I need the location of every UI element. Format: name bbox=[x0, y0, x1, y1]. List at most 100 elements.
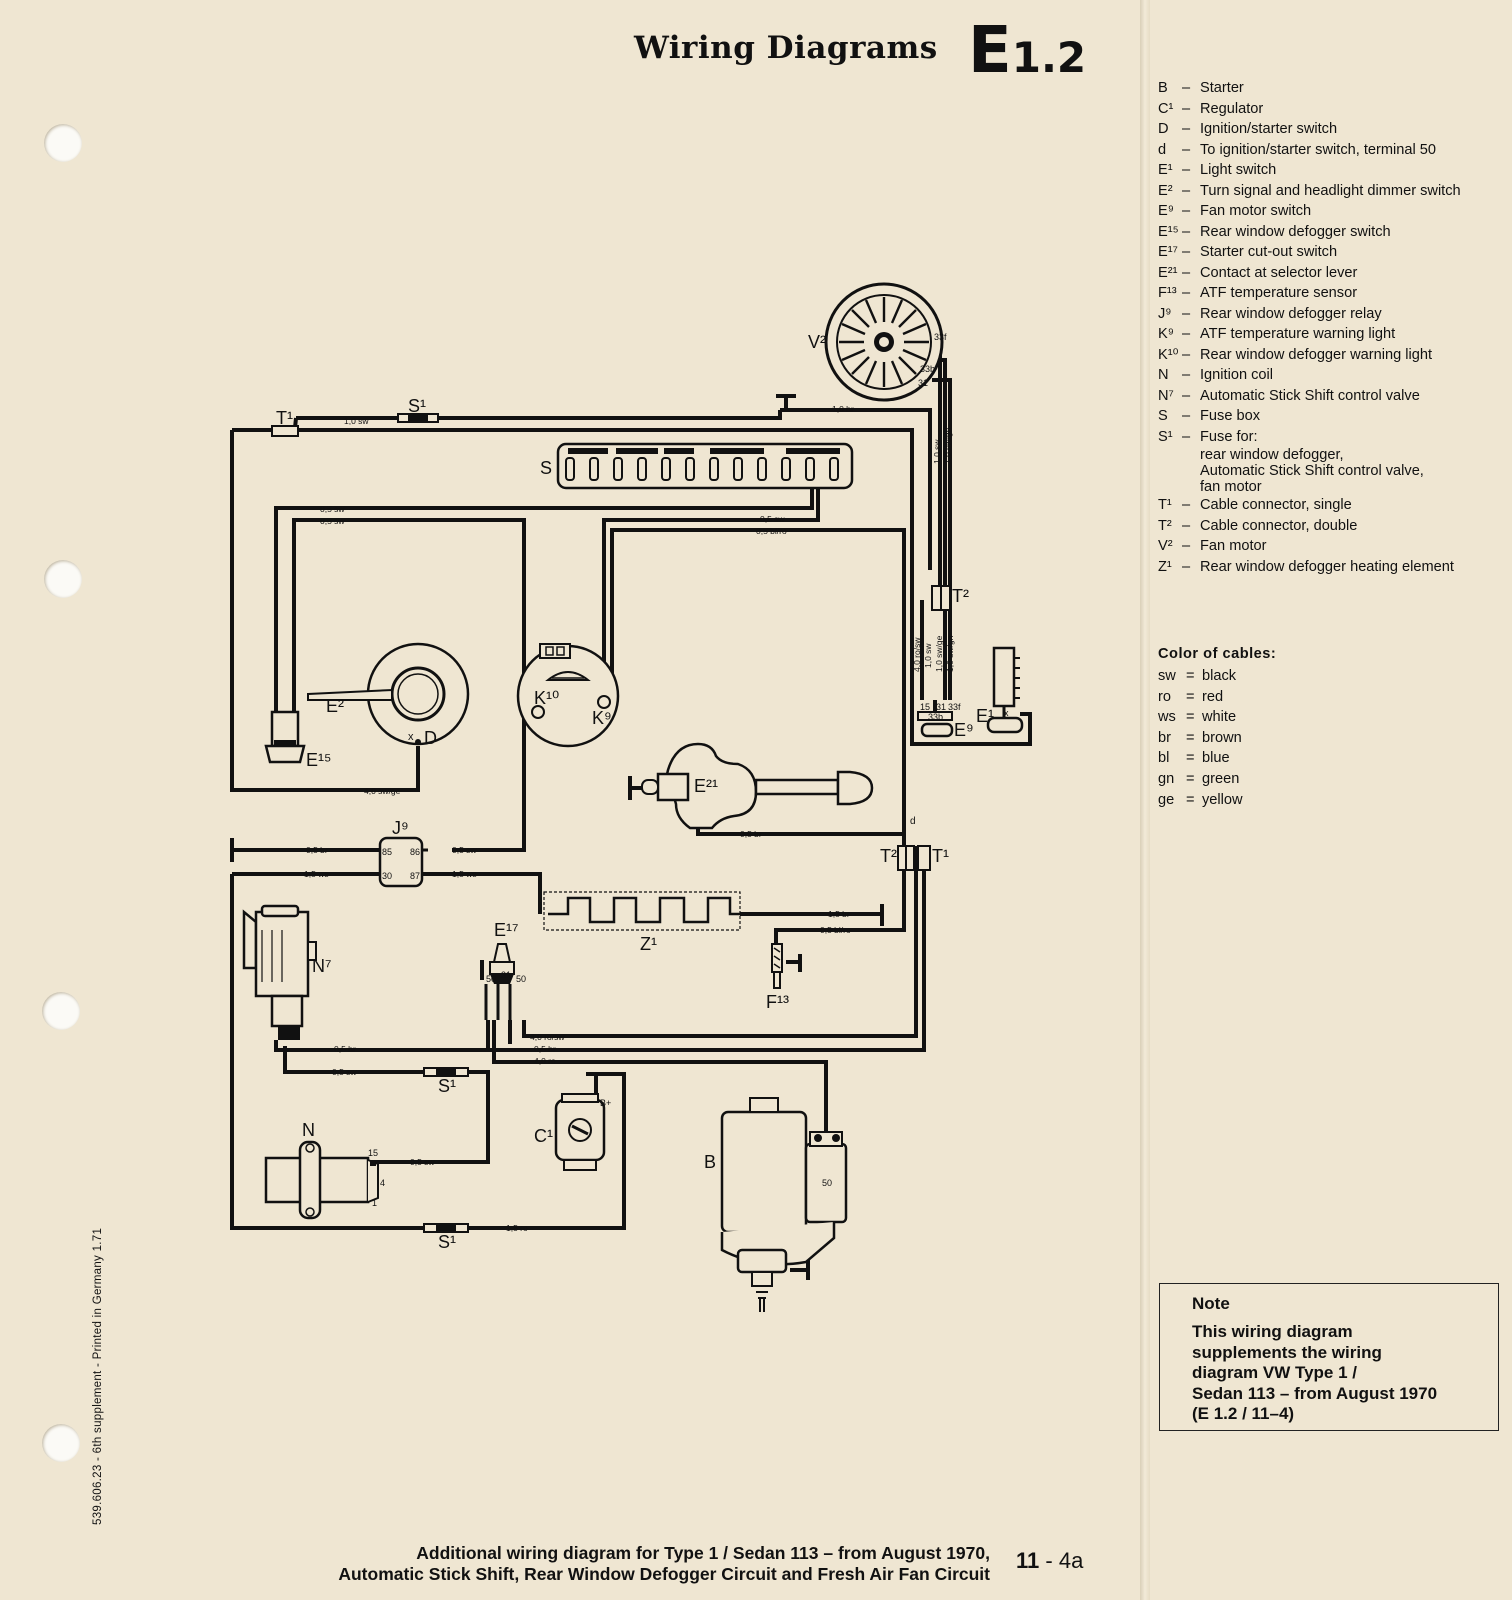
legend-key: T¹ bbox=[1158, 497, 1172, 513]
wire-label: 0,5 sw bbox=[332, 1067, 357, 1077]
terminal-label: 15 bbox=[920, 702, 930, 712]
legend-text: Starter cut-out switch bbox=[1200, 242, 1503, 263]
legend-dash: – bbox=[1182, 223, 1191, 240]
terminal-label: 50 bbox=[516, 974, 526, 984]
legend-item: C¹–Regulator bbox=[1158, 99, 1503, 120]
wire-label: 1,0 sw bbox=[344, 416, 369, 426]
legend-text: Fuse box bbox=[1200, 406, 1503, 427]
legend-key: D bbox=[1158, 121, 1169, 137]
cable-color-item: ro=red bbox=[1158, 687, 1276, 708]
cable-color-item: ge=yellow bbox=[1158, 790, 1276, 811]
wire-label: 0,5 br bbox=[334, 1044, 356, 1054]
label-n: N bbox=[302, 1120, 315, 1140]
connector-t2-right bbox=[931, 585, 951, 611]
legend-text: Ignition/starter switch bbox=[1200, 119, 1503, 140]
cable-color-name: black bbox=[1202, 668, 1237, 684]
heating-element-z1 bbox=[543, 891, 741, 931]
cable-color-code: sw bbox=[1158, 668, 1176, 684]
legend-description: Light switch bbox=[1200, 162, 1277, 178]
component-labels: V² S¹ T¹ S T² E² D x E¹⁵ K¹⁰ K⁹ E¹ E⁹ E²… bbox=[276, 332, 994, 1252]
label-s: S bbox=[540, 458, 552, 478]
legend-key: Z¹ bbox=[1158, 558, 1172, 575]
legend-item: F¹³–ATF temperature sensor bbox=[1158, 283, 1503, 304]
binder-hole bbox=[44, 124, 82, 162]
terminal-label: 50 bbox=[822, 1178, 832, 1188]
legend-item: T²–Cable connector, double bbox=[1158, 516, 1503, 537]
legend-dash: – bbox=[1182, 428, 1191, 445]
page-fold bbox=[1140, 0, 1150, 1600]
wire-label: 0,5 sw bbox=[320, 516, 345, 526]
legend-key: C¹ bbox=[1158, 100, 1174, 117]
terminal-label: 31 bbox=[501, 970, 511, 980]
legend-key: E¹⁵ bbox=[1158, 223, 1179, 240]
cable-color-equals: = bbox=[1186, 729, 1195, 746]
legend-key: S bbox=[1158, 408, 1168, 424]
cable-color-code: ws bbox=[1158, 709, 1176, 726]
connectors-t2-t1-center bbox=[897, 845, 931, 871]
cable-color-code: bl bbox=[1158, 750, 1170, 767]
legend-description: Rear window defogger relay bbox=[1200, 305, 1382, 322]
legend-dash: – bbox=[1182, 100, 1191, 117]
legend-dash: – bbox=[1182, 141, 1191, 158]
wire-label: 4,0 ro bbox=[534, 1056, 556, 1066]
legend-text: To ignition/starter switch, terminal 50 bbox=[1200, 140, 1503, 161]
note-line: diagram VW Type 1 / bbox=[1192, 1363, 1358, 1382]
page-title: Wiring Diagrams bbox=[634, 30, 938, 66]
terminal-label: 85 bbox=[382, 847, 392, 857]
legend-description: ATF temperature warning light bbox=[1200, 326, 1396, 342]
fuse-s1-bottom bbox=[423, 1223, 469, 1233]
page-number-major: 11 bbox=[1016, 1548, 1040, 1573]
legend-key: E²¹ bbox=[1158, 264, 1178, 281]
legend-dash: – bbox=[1182, 203, 1191, 219]
legend-dash: – bbox=[1182, 244, 1191, 260]
note-line: Sedan 113 – from August 1970 bbox=[1192, 1383, 1438, 1403]
legend-description: Starter cut-out switch bbox=[1200, 244, 1338, 260]
legend-description: Rear window defogger warning light bbox=[1200, 346, 1433, 363]
legend-text: Starter bbox=[1200, 78, 1503, 99]
terminal-label: 33b bbox=[920, 364, 935, 374]
legend-item: B–Starter bbox=[1158, 78, 1503, 99]
legend-item: S–Fuse box bbox=[1158, 406, 1503, 427]
fuse-s1-mid bbox=[423, 1067, 469, 1077]
wire-label: 0,5 br bbox=[306, 845, 328, 855]
terminal-label: 31 bbox=[918, 378, 928, 388]
section-code-number: 1.2 bbox=[1011, 33, 1087, 82]
label-v2: V² bbox=[808, 332, 826, 352]
cable-color-equals: = bbox=[1186, 770, 1195, 787]
legend-item: E¹–Light switch bbox=[1158, 160, 1503, 181]
legend-item: E²¹–Contact at selector lever bbox=[1158, 263, 1503, 284]
legend-text: Ignition coil bbox=[1200, 365, 1503, 386]
light-switch-e1 bbox=[986, 646, 1024, 734]
defogger-switch-e15 bbox=[264, 710, 306, 764]
cable-color-name: green bbox=[1202, 770, 1240, 787]
terminal-label: 1 bbox=[372, 1198, 377, 1208]
legend-description: Fan motor switch bbox=[1200, 203, 1312, 219]
wire-label: 1,0 sw/gn bbox=[945, 635, 955, 672]
label-k10: K¹⁰ bbox=[534, 688, 559, 708]
label-k9: K⁹ bbox=[592, 708, 612, 728]
defogger-relay-j9 bbox=[374, 836, 428, 888]
legend-key: E¹⁷ bbox=[1158, 244, 1178, 260]
legend-key: N⁷ bbox=[1158, 387, 1174, 404]
note-title: Note bbox=[1192, 1294, 1230, 1313]
turn-signal-switch-e2 bbox=[307, 642, 470, 746]
wire-label: 0,5 sw bbox=[320, 504, 345, 514]
legend-dash: – bbox=[1182, 538, 1191, 554]
wire-label: 0,5 sw bbox=[760, 514, 785, 524]
terminal-labels: 33f 33b 31 15 33b 31 33f x 85 86 30 87 5… bbox=[368, 332, 1009, 1208]
note-box: Note This wiring diagram supplements the… bbox=[1159, 1283, 1499, 1431]
legend-description: Turn signal and headlight dimmer switch bbox=[1200, 182, 1461, 199]
label-t1-top: T¹ bbox=[276, 408, 293, 428]
terminal-label: 33f bbox=[934, 332, 947, 342]
legend-text: Regulator bbox=[1200, 99, 1503, 120]
label-t2-right: T² bbox=[952, 586, 969, 606]
wire-label: 1,5 ws bbox=[452, 869, 477, 879]
cable-color-item: gn=green bbox=[1158, 769, 1276, 790]
fuse-box-s bbox=[556, 442, 854, 490]
selector-lever-e21 bbox=[641, 742, 874, 830]
ignition-coil-n bbox=[264, 1140, 379, 1220]
legend-text: Turn signal and headlight dimmer switch bbox=[1200, 181, 1503, 202]
